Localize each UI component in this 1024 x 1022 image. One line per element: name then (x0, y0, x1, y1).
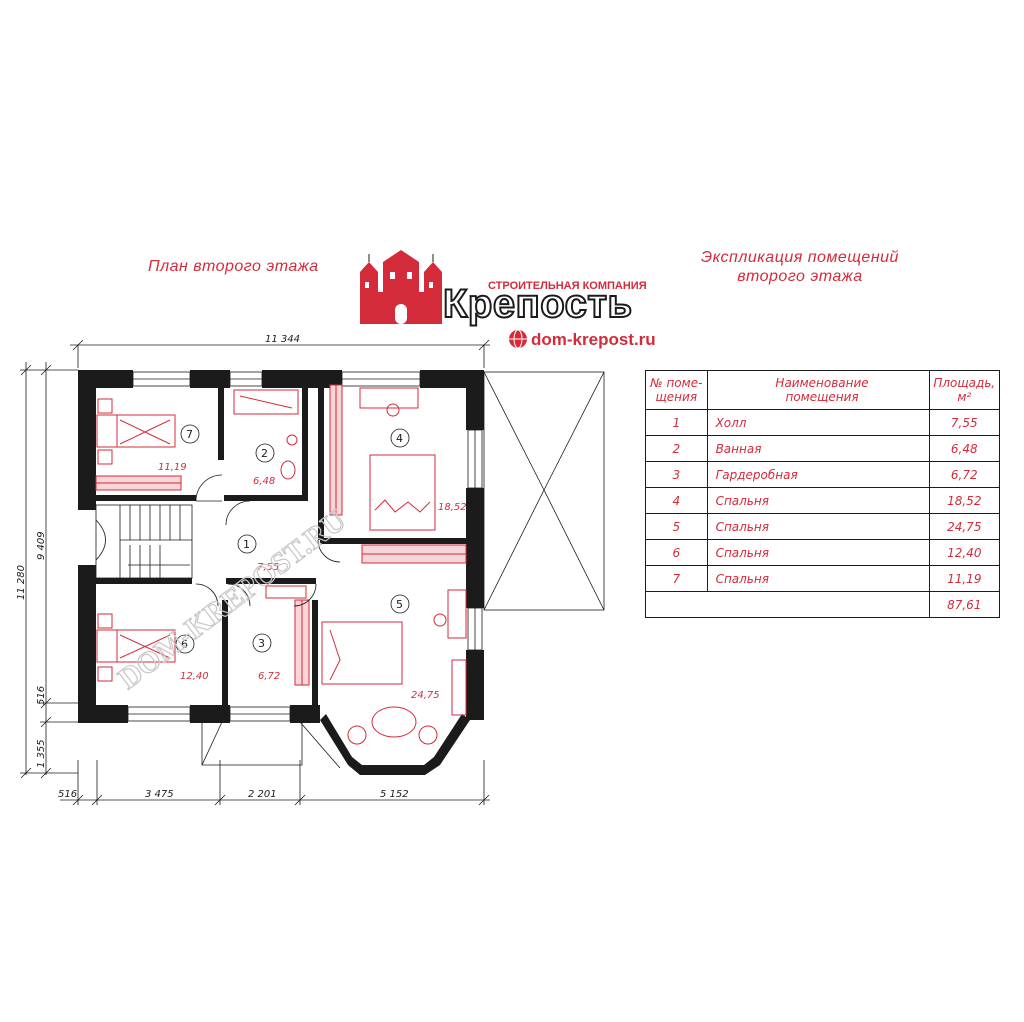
row-name: Спальня (706, 487, 930, 514)
row-number: 5 (645, 513, 708, 540)
windows (127, 371, 483, 722)
row-name: Спальня (706, 513, 930, 540)
room-5-area: 24,75 (411, 690, 440, 701)
row-name: Холл (706, 409, 930, 436)
explication-table: № поме- щения Наименование помещения Пло… (645, 370, 1001, 618)
dim-bottom-2201: 2 201 (248, 789, 277, 800)
dim-left-516: 516 (36, 686, 47, 705)
room-6-area: 12,40 (180, 671, 209, 682)
logo-company: СТРОИТЕЛЬНАЯ КОМПАНИЯ (488, 280, 647, 292)
total-label-cell (645, 591, 930, 618)
row-area: 24,75 (928, 513, 1001, 540)
dim-left-total: 11 280 (16, 565, 27, 600)
furniture (95, 384, 467, 745)
room-2-number: 2 (261, 447, 268, 460)
row-name: Спальня (706, 565, 930, 592)
row-number: 1 (645, 409, 708, 436)
explication-title-line1: Экспликация помещений (701, 249, 899, 266)
dimension-lines (20, 339, 490, 806)
plan-title: План второго этажа (148, 258, 319, 275)
row-number: 4 (645, 487, 708, 514)
dim-bottom-3475: 3 475 (145, 789, 174, 800)
row-number: 7 (645, 565, 708, 592)
walls (78, 370, 484, 775)
room-1-number: 1 (243, 538, 250, 551)
header-name: Наименование помещения (706, 370, 930, 410)
staircase (95, 504, 193, 579)
row-area: 7,55 (928, 409, 1001, 436)
row-name: Гардеробная (706, 461, 930, 488)
header-number-line2: щения (655, 390, 698, 404)
header-area-line1: Площадь, (933, 376, 996, 390)
doors (195, 474, 341, 607)
logo-name: Крепость (442, 281, 633, 327)
room-4-area: 18,52 (438, 502, 467, 513)
header-number: № поме- щения (645, 370, 708, 410)
row-name: Спальня (706, 539, 930, 566)
row-number: 2 (645, 435, 708, 462)
explication-title: Экспликация помещений второго этажа (660, 248, 940, 286)
roof-outline (201, 371, 605, 769)
castle-logo-icon (360, 250, 442, 324)
row-name: Ванная (706, 435, 930, 462)
total-area: 87,61 (928, 591, 1001, 618)
row-area: 6,48 (928, 435, 1001, 462)
header-area: Площадь, м² (928, 370, 1001, 410)
header-number-line1: № поме- (650, 376, 703, 390)
room-4-number: 4 (396, 432, 403, 445)
row-area: 6,72 (928, 461, 1001, 488)
row-number: 3 (645, 461, 708, 488)
globe-icon (509, 329, 527, 349)
room-5-number: 5 (396, 598, 403, 611)
room-1-area: 7,55 (257, 562, 279, 573)
room-3-area: 6,72 (258, 671, 280, 682)
room-markers (175, 424, 410, 654)
row-number: 6 (645, 539, 708, 566)
dim-left-inner: 9 409 (36, 531, 47, 560)
header-area-line2: м² (957, 390, 972, 404)
header-name-line1: Наименование (775, 376, 869, 390)
explication-title-line2: второго этажа (737, 268, 863, 285)
logo-url: dom-krepost.ru (531, 330, 656, 349)
table-header-row: № поме- щения Наименование помещения Пло… (645, 370, 1001, 410)
dim-left-1355: 1 355 (36, 739, 47, 768)
room-3-number: 3 (258, 637, 265, 650)
room-6-number: 6 (181, 638, 188, 651)
dim-bottom-516: 516 (58, 789, 77, 800)
room-2-area: 6,48 (253, 476, 275, 487)
row-area: 11,19 (928, 565, 1001, 592)
dim-top-total: 11 344 (265, 334, 300, 345)
table-total-row: 87,61 (645, 591, 1001, 618)
row-area: 12,40 (928, 539, 1001, 566)
header-name-line2: помещения (785, 390, 859, 404)
row-area: 18,52 (928, 487, 1001, 514)
room-7-number: 7 (186, 428, 193, 441)
dim-bottom-5152: 5 152 (380, 789, 409, 800)
room-7-area: 11,19 (158, 462, 187, 473)
